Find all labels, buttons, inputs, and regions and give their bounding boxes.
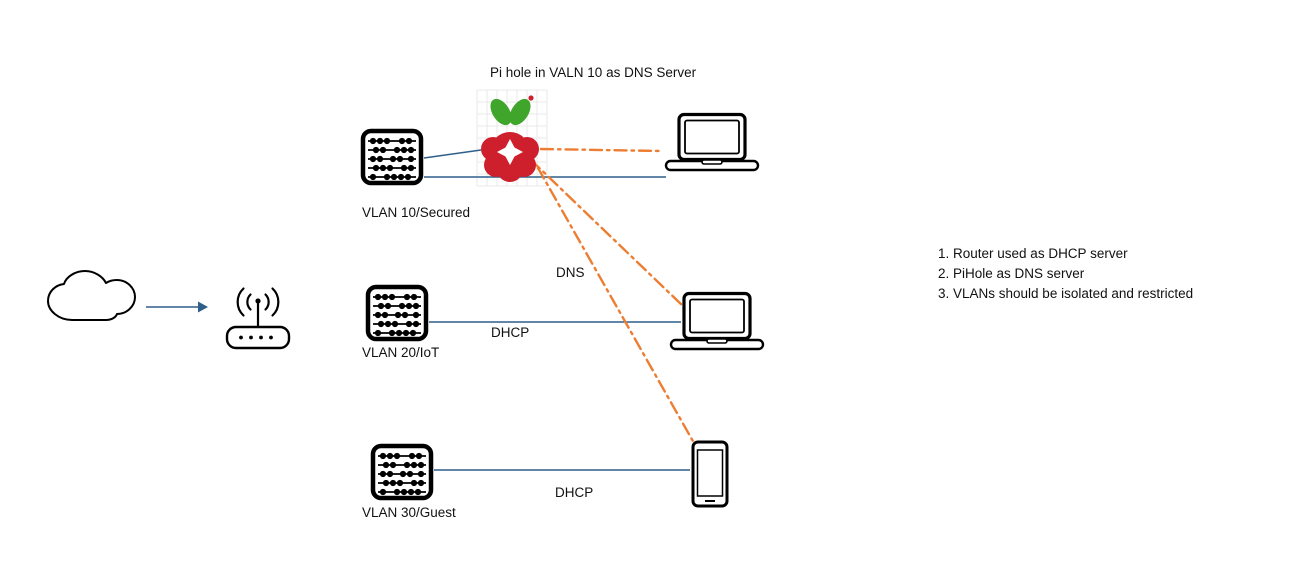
wifi-router-icon [225,287,291,350]
note-item-1: 1. Router used as DHCP server [938,246,1128,261]
switch-vlan10-icon [363,131,421,183]
pi-leaves [490,98,531,126]
dns-link-to-laptop1 [539,147,663,153]
wifi-dot-icon [255,298,261,304]
vlan20-label: VLAN 20/IoT [362,345,439,360]
laptop-vlan20-icon [669,291,765,351]
switch-vlan30-icon [373,446,431,498]
laptop-vlan10-icon [664,112,760,172]
network-links [146,149,690,471]
dns-label: DNS [556,265,585,280]
note-item-3: 3. VLANs should be isolated and restrict… [938,286,1194,301]
phone-vlan30-icon [691,440,729,508]
dns-link-to-phone [536,166,696,445]
dhcp-label-guest: DHCP [555,485,593,500]
dhcp-label-iot: DHCP [491,325,529,340]
vlan10-label: VLAN 10/Secured [362,205,470,220]
dns-link-to-laptop2 [529,158,686,309]
note-item-2: 2. PiHole as DNS server [938,266,1085,281]
dns-links [529,147,696,445]
notes-list: 1. Router used as DHCP server 2. PiHole … [938,244,1268,304]
diagram-title: Pi hole in VALN 10 as DNS Server [490,65,697,80]
raspberry-pi-icon [481,95,539,182]
switch-vlan20-icon [368,287,426,339]
vlan10-to-pihole-link [423,149,482,159]
pi-star-icon [497,139,523,165]
arrowhead-icon [198,301,208,313]
vlan30-label: VLAN 30/Guest [362,505,456,520]
cloud-icon [47,270,136,321]
